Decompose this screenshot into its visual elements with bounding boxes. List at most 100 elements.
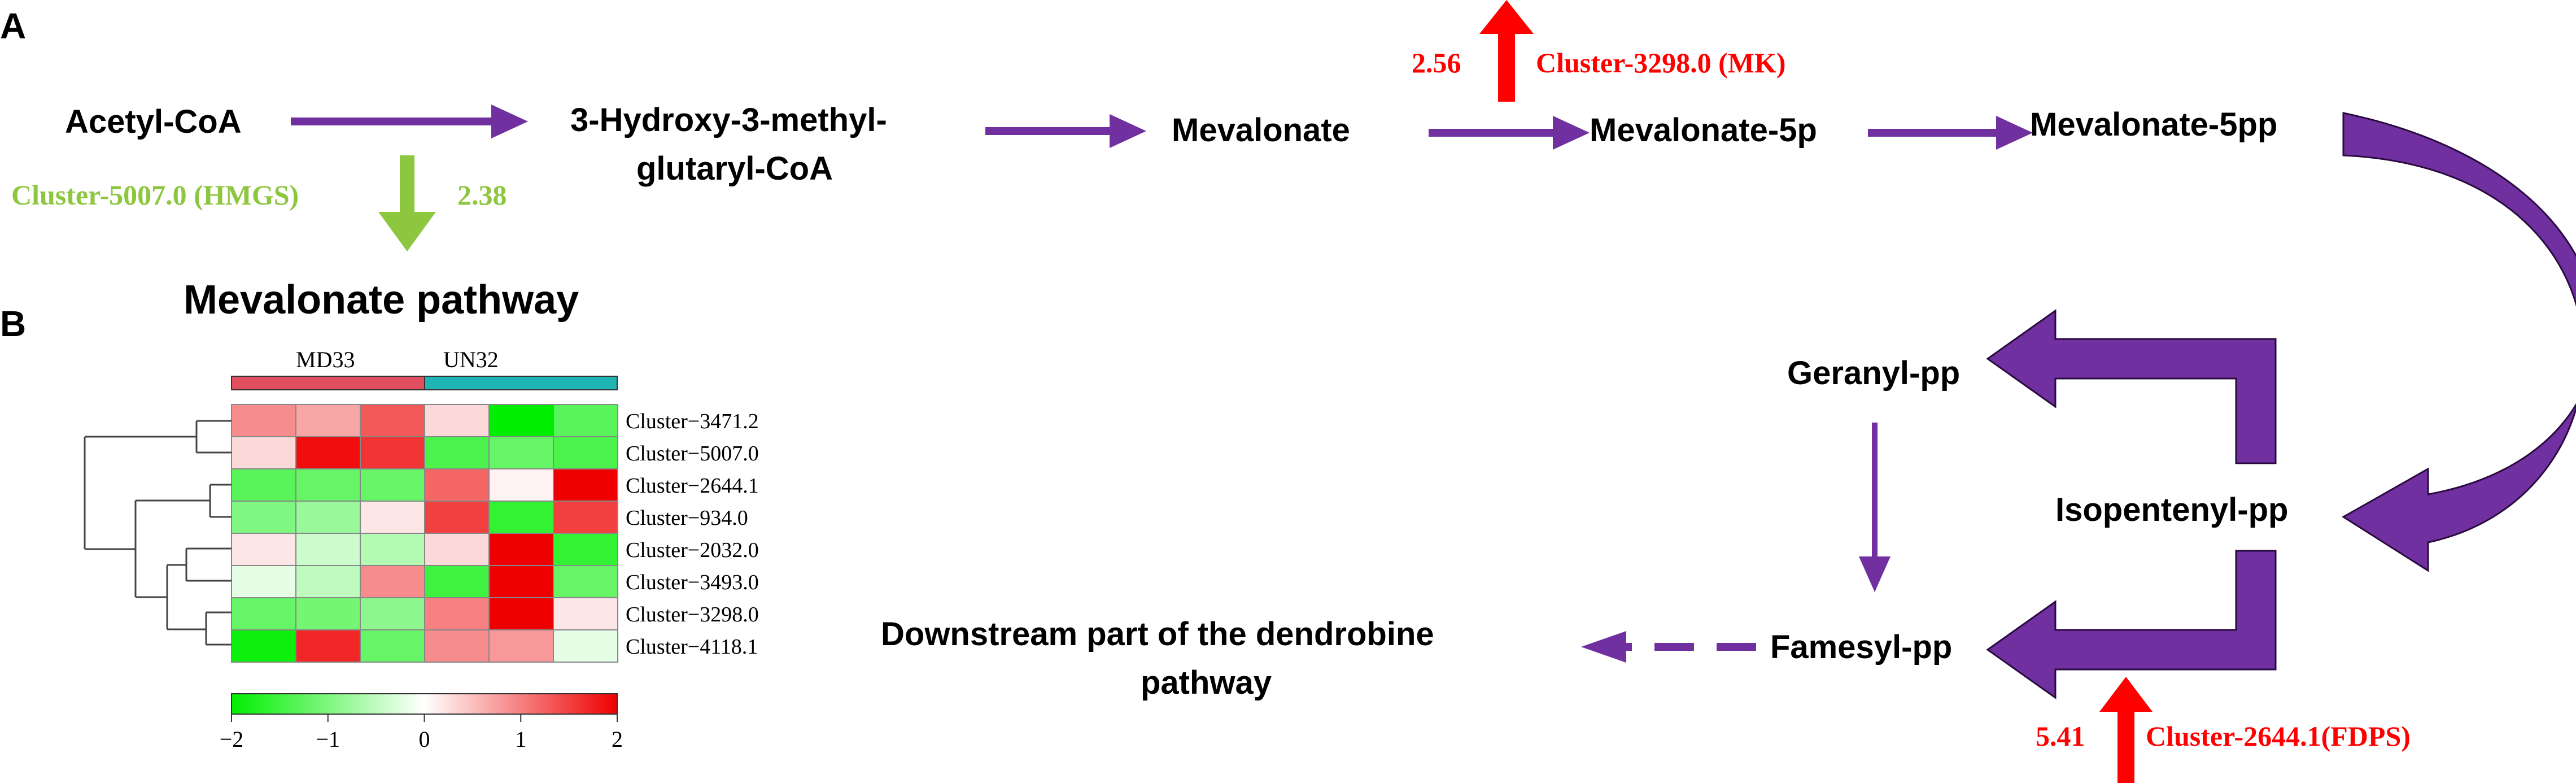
node-downstream-line2: pathway xyxy=(1141,664,1272,701)
heatmap-cell xyxy=(231,629,296,663)
heatmap-cell xyxy=(295,597,361,630)
heatmap-cell xyxy=(424,565,490,598)
heatmap-cell xyxy=(295,404,361,437)
heatmap-cell xyxy=(360,404,425,437)
hmgs-value: 2.38 xyxy=(457,179,507,211)
node-downstream-line1: Downstream part of the dendrobine xyxy=(881,616,1434,652)
mk-label: Cluster-3298.0 (MK) xyxy=(1536,47,1785,79)
heatmap-cell xyxy=(231,436,296,469)
heatmap-cell xyxy=(231,565,296,598)
heatmap-cell xyxy=(424,404,490,437)
heatmap-cell xyxy=(231,404,296,437)
heatmap-cell xyxy=(553,501,618,534)
node-mevalonate-5p: Mevalonate-5p xyxy=(1590,112,1817,149)
heatmap-cell xyxy=(295,501,361,534)
heatmap-cell xyxy=(553,533,618,566)
heatmap-cell xyxy=(295,436,361,469)
heatmap-cell xyxy=(424,468,490,502)
heatmap-cell xyxy=(488,501,554,534)
heatmap-cell xyxy=(488,565,554,598)
heatmap-cell xyxy=(488,533,554,566)
node-acetyl-coa: Acetyl-CoA xyxy=(65,103,242,140)
heatmap-cell xyxy=(360,533,425,566)
arrow-5p-to-5pp xyxy=(1868,116,2033,150)
heatmap-row-label: Cluster−3471.2 xyxy=(626,410,759,433)
arrow-elbow-isopentenyl-to-famesyl xyxy=(1986,550,2277,699)
fdps-value: 5.41 xyxy=(2036,720,2085,752)
heatmap-cell xyxy=(424,501,490,534)
heatmap-cell xyxy=(360,468,425,502)
heatmap-cell xyxy=(295,629,361,663)
heatmap-cell xyxy=(360,501,425,534)
scale-tick-label: −2 xyxy=(220,727,244,752)
heatmap-row-label: Cluster−4118.1 xyxy=(626,635,758,659)
arrow-famesyl-to-downstream-dashed xyxy=(1581,631,1756,663)
panel-label-a: A xyxy=(0,6,26,46)
heatmap-cell xyxy=(231,533,296,566)
color-scale-ticks: −2 −1 0 1 2 xyxy=(220,714,623,752)
group-bar-un32 xyxy=(424,376,618,390)
heatmap-row-labels: Cluster−3471.2Cluster−5007.0Cluster−2644… xyxy=(626,410,759,659)
hmgs-annotation: Cluster-5007.0 (HMGS) 2.38 xyxy=(11,155,507,251)
heatmap-cell xyxy=(488,436,554,469)
dendrogram xyxy=(84,420,232,646)
heatmap-cell xyxy=(553,565,618,598)
scale-tick-label: 2 xyxy=(612,727,623,752)
arrow-hmg-to-mevalonate xyxy=(985,114,1146,148)
heatmap-cell xyxy=(360,629,425,663)
hmgs-label: Cluster-5007.0 (HMGS) xyxy=(11,179,299,211)
heatmap-row-label: Cluster−5007.0 xyxy=(626,442,759,466)
group-label-md33: MD33 xyxy=(296,347,355,372)
scale-tick-label: 1 xyxy=(515,727,526,752)
heatmap-cell xyxy=(488,468,554,502)
heatmap-title: Mevalonate pathway xyxy=(184,277,579,323)
heatmap-cell xyxy=(360,597,425,630)
heatmap-cell xyxy=(295,533,361,566)
heatmap: Mevalonate pathway MD33 UN32 Cluster−347… xyxy=(84,277,759,752)
heatmap-cell xyxy=(553,404,618,437)
heatmap-cell xyxy=(231,468,296,502)
heatmap-cell xyxy=(295,565,361,598)
arrow-acetyl-to-hmg xyxy=(291,105,528,138)
heatmap-cell xyxy=(424,533,490,566)
heatmap-cell xyxy=(360,565,425,598)
mk-value: 2.56 xyxy=(1412,47,1461,79)
arrow-mevalonate-to-5p xyxy=(1429,116,1590,150)
group-label-un32: UN32 xyxy=(443,347,499,372)
heatmap-cell xyxy=(488,629,554,663)
arrow-geranyl-to-famesyl xyxy=(1859,423,1890,592)
node-mevalonate-5pp: Mevalonate-5pp xyxy=(2030,106,2277,143)
node-famesyl-pp: Famesyl-pp xyxy=(1770,629,1952,665)
heatmap-cell xyxy=(360,436,425,469)
scale-tick-label: −1 xyxy=(316,727,340,752)
node-hmg-coa-line2: glutaryl-CoA xyxy=(636,150,833,187)
heatmap-cell xyxy=(553,436,618,469)
heatmap-row-label: Cluster−2032.0 xyxy=(626,538,759,562)
mk-annotation: 2.56 Cluster-3298.0 (MK) xyxy=(1412,0,1785,102)
fdps-annotation: 5.41 Cluster-2644.1(FDPS) xyxy=(2036,677,2411,783)
fdps-label: Cluster-2644.1(FDPS) xyxy=(2146,720,2411,752)
heatmap-cell xyxy=(553,597,618,630)
heatmap-cell xyxy=(295,468,361,502)
heatmap-cell xyxy=(488,404,554,437)
node-geranyl-pp: Geranyl-pp xyxy=(1787,355,1960,392)
heatmap-row-label: Cluster−3298.0 xyxy=(626,603,759,627)
color-scale-bar xyxy=(231,693,618,715)
heatmap-cell xyxy=(424,597,490,630)
heatmap-cell xyxy=(488,597,554,630)
arrow-curved-5pp-to-isopentenyl xyxy=(2342,112,2576,572)
group-bar-md33 xyxy=(231,376,425,390)
heatmap-cell xyxy=(553,468,618,502)
arrow-elbow-isopentenyl-to-geranyl xyxy=(1986,309,2277,464)
heatmap-cell xyxy=(424,629,490,663)
heatmap-row-label: Cluster−2644.1 xyxy=(626,474,759,498)
panel-label-b: B xyxy=(0,303,26,344)
heatmap-cell xyxy=(553,629,618,663)
heatmap-cell xyxy=(231,501,296,534)
heatmap-row-label: Cluster−3493.0 xyxy=(626,571,759,594)
heatmap-row-label: Cluster−934.0 xyxy=(626,506,748,530)
scale-tick-label: 0 xyxy=(419,727,430,752)
node-hmg-coa-line1: 3-Hydroxy-3-methyl- xyxy=(570,102,887,138)
node-isopentenyl-pp: Isopentenyl-pp xyxy=(2055,491,2288,528)
